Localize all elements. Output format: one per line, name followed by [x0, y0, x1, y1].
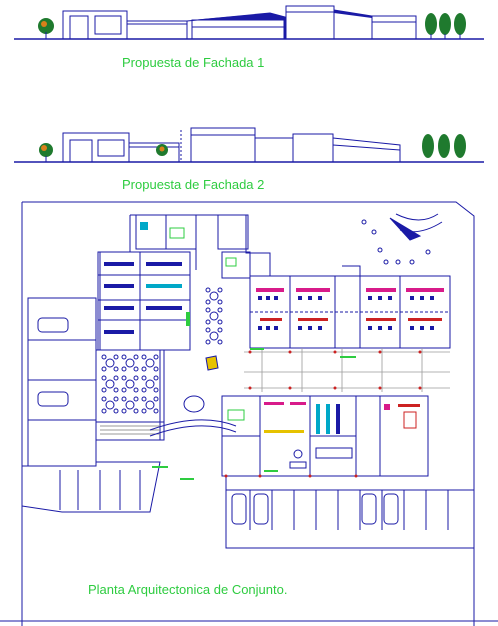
tree-icon	[454, 13, 466, 35]
tree-icon	[425, 13, 437, 35]
site-plan	[0, 201, 498, 626]
curved-path	[149, 419, 237, 431]
car-icon	[253, 493, 269, 525]
cars	[37, 317, 399, 525]
interior-details	[104, 222, 444, 480]
tree-icon	[454, 134, 466, 158]
dining-tables	[101, 287, 223, 414]
facade-1-trees	[38, 13, 466, 39]
car-icon	[231, 493, 247, 525]
north-arrow-icon	[361, 213, 443, 265]
car-icon	[37, 391, 69, 407]
car-icon	[383, 493, 399, 525]
lobby-feature	[205, 355, 219, 371]
facade-2-trees	[39, 134, 466, 162]
facade-1-center-block	[285, 5, 335, 40]
facade-1-roof-fill-2	[334, 10, 372, 18]
car-icon	[37, 317, 69, 333]
site-plan-caption: Planta Arquitectonica de Conjunto.	[88, 582, 288, 597]
facade-2-center-block	[190, 127, 256, 163]
tree-icon	[422, 134, 434, 158]
facade-1-roof-fill	[192, 13, 285, 20]
facade-2	[14, 127, 484, 163]
car-icon	[361, 493, 377, 525]
tree-icon	[439, 13, 451, 35]
facade-2-caption: Propuesta de Fachada 2	[122, 177, 265, 192]
walkway-grid	[244, 348, 450, 392]
facade-1	[14, 5, 484, 40]
parking-right	[225, 476, 474, 549]
building-north-wing	[130, 214, 361, 277]
office-block	[97, 251, 191, 351]
facade-1-hall	[126, 20, 188, 40]
site-boundary	[22, 201, 475, 626]
tree-icon	[438, 134, 450, 158]
facade-1-caption: Propuesta de Fachada 1	[122, 55, 265, 70]
plaza-circle	[183, 395, 205, 413]
